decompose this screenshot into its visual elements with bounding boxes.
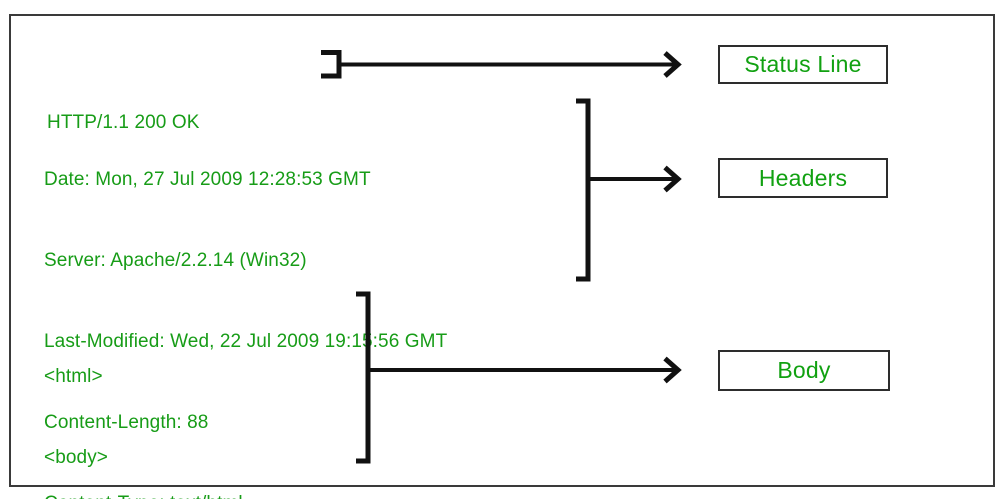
status-line-text: HTTP/1.1 200 OK [47,55,200,190]
header-line-content-type: Content-Type: text/html [44,490,447,499]
label-box-headers[interactable]: Headers [718,158,888,198]
body-line-body-open: <body> [44,447,108,468]
body-text-block: <html> <body> <h1>Hello, World!</h1> </b… [44,309,247,499]
label-box-status-line[interactable]: Status Line [718,45,888,84]
header-line-date: Date: Mon, 27 Jul 2009 12:28:53 GMT [44,169,371,190]
figure-border [9,14,995,487]
body-line-html-open: <html> [44,366,103,387]
label-box-status-line-text: Status Line [744,51,862,77]
label-box-headers-text: Headers [758,164,848,191]
label-box-body[interactable]: Body [718,350,890,391]
headers-text-block: Date: Mon, 27 Jul 2009 12:28:53 GMT Serv… [44,112,447,499]
header-line-content-length: Content-Length: 88 [44,412,209,433]
status-line-value: HTTP/1.1 200 OK [47,112,200,133]
header-line-last-modified: Last-Modified: Wed, 22 Jul 2009 19:15:56… [44,331,448,352]
label-box-body-text: Body [777,357,831,383]
header-line-server: Server: Apache/2.2.14 (Win32) [44,250,307,271]
